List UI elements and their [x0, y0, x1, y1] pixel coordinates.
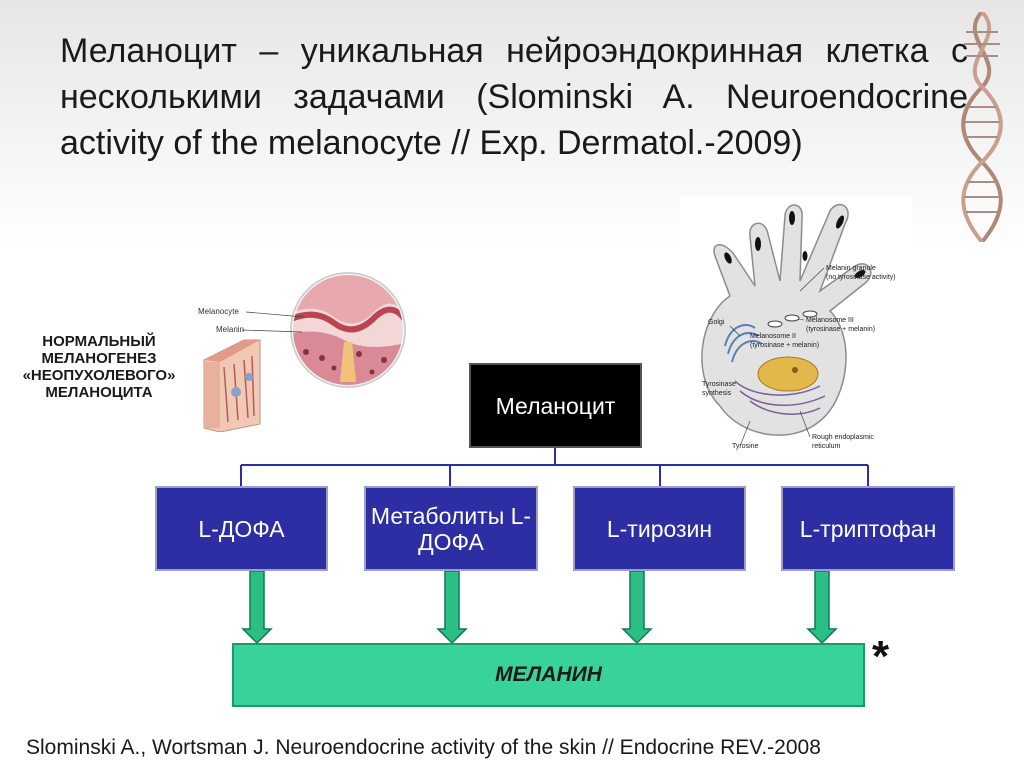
result-label: МЕЛАНИН [495, 663, 602, 687]
asterisk-mark: * [872, 632, 889, 682]
citation: Slominski A., Wortsman J. Neuroendocrine… [26, 736, 821, 760]
child-node: L-триптофан [781, 486, 955, 571]
arrow-down-icon [243, 571, 271, 643]
arrow-down-icon [808, 571, 836, 643]
child-node: L-тирозин [573, 486, 746, 571]
child-node: L-ДОФА [155, 486, 328, 571]
result-node-melanin: МЕЛАНИН [232, 643, 865, 707]
arrow-down-icon [623, 571, 651, 643]
arrow-down-icon [438, 571, 466, 643]
root-node-melanocyte: Меланоцит [469, 363, 642, 448]
child-node: Метаболиты L-ДОФА [364, 486, 538, 571]
